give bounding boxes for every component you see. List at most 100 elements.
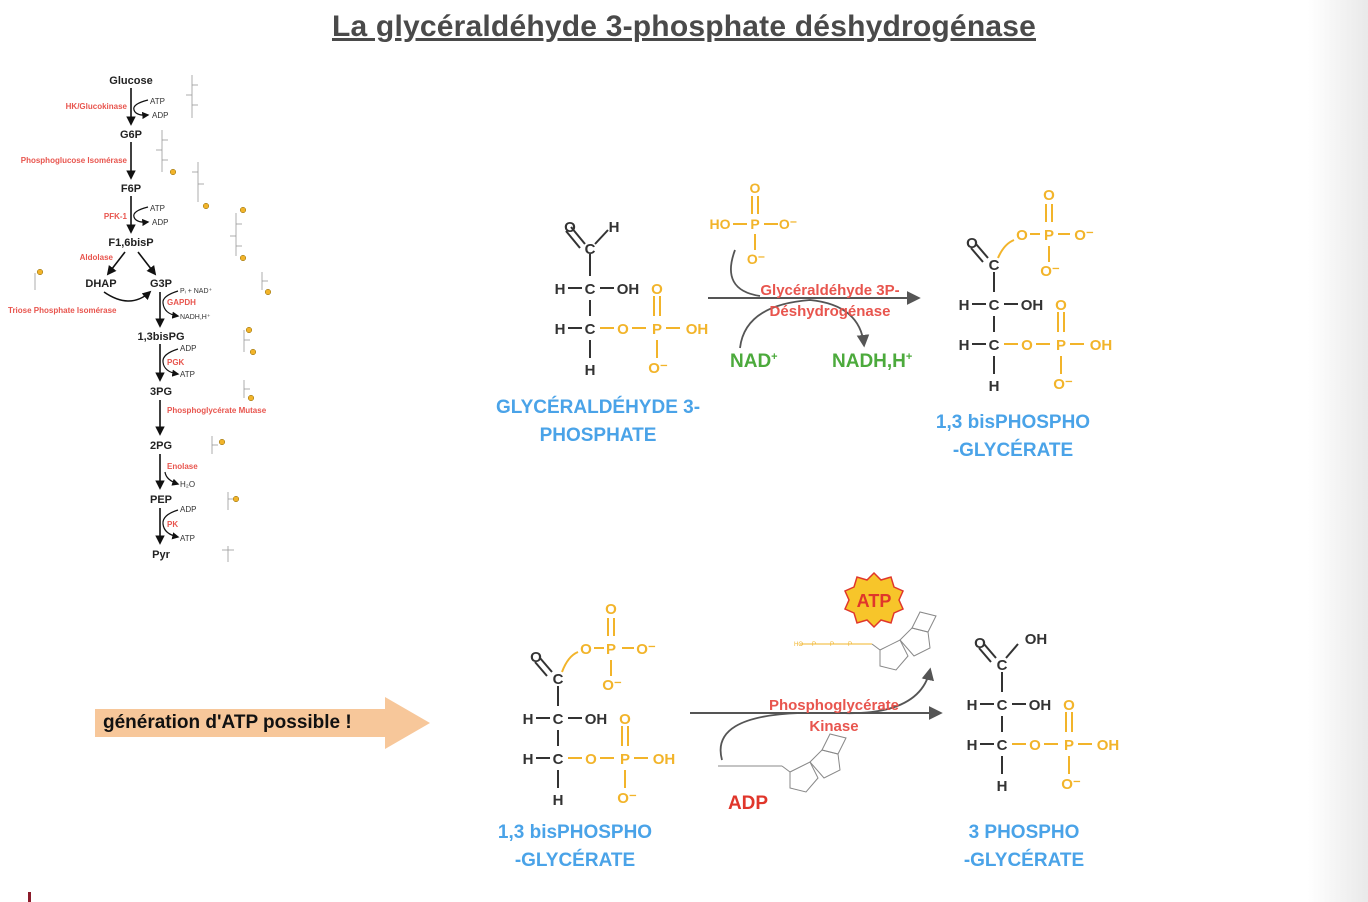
cofactor-nadh: NADH,H+ (832, 351, 912, 372)
product2-name-line1: 3 PHOSPHO (969, 822, 1080, 843)
atom-c: C (997, 737, 1008, 754)
right-edge-shadow (1308, 0, 1368, 902)
curl-pgk (162, 348, 180, 377)
atom-c: C (989, 257, 1000, 274)
enzyme-pk: PK (167, 520, 178, 529)
atom-o: O (750, 180, 761, 196)
atom-o: O (1021, 337, 1033, 354)
atom-oh: OH (1090, 337, 1113, 354)
cofactor-pk-out: ATP (180, 534, 195, 543)
enzyme-gapdh: GAPDH (167, 298, 196, 307)
atp-badge-label: ATP (857, 591, 892, 611)
enzyme-tpi: Triose Phosphate Isomérase (8, 306, 117, 315)
atom-h: H (523, 751, 534, 768)
atom-o: O (974, 635, 986, 652)
atom-c: C (989, 337, 1000, 354)
atom-p: P (652, 321, 662, 338)
atom-ominus: O⁻ (617, 790, 637, 807)
atom-ominus: O⁻ (779, 216, 797, 232)
atp-generation-text: génération d'ATP possible ! (103, 712, 352, 733)
structure-13bpg-bottom: O C O P O⁻ O O⁻ H C OH O H C O P OH H O⁻ (523, 601, 676, 809)
cofactor-enolase-out: H₂O (180, 480, 195, 489)
atom-h: H (959, 297, 970, 314)
atom-ho: HO (710, 216, 731, 232)
atom-p: P (606, 641, 616, 658)
atom-c: C (989, 297, 1000, 314)
atom-h: H (609, 219, 620, 236)
atom-h: H (553, 792, 564, 809)
atom-p: P (1064, 737, 1074, 754)
curl-enolase (164, 471, 180, 486)
cofactor-pgk-out: ATP (180, 370, 195, 379)
atom-oh: OH (1025, 631, 1048, 648)
atom-o: O (530, 649, 542, 666)
atom-h: H (585, 362, 596, 379)
structure-g3p: O H C H C OH O H C O P OH H O⁻ (555, 219, 709, 379)
substrate2-name-line1: 1,3 bisPHOSPHO (498, 822, 652, 843)
atom-o: O (617, 321, 629, 338)
metabolite-2pg: 2PG (150, 440, 172, 452)
atom-ominus: O⁻ (747, 251, 765, 267)
atom-oh: OH (617, 281, 640, 298)
enzyme-enolase: Enolase (167, 462, 198, 471)
atom-ominus: O⁻ (636, 641, 656, 658)
atom-h: H (997, 778, 1008, 795)
atom-o: O (1029, 737, 1041, 754)
glycolysis-pathway: Glucose G6P F6P F1,6bisP DHAP G3P 1,3bis… (8, 75, 272, 562)
enzyme-hk: HK/Glucokinase (66, 102, 128, 111)
arrow-dhap-g3p (103, 290, 152, 302)
atom-c: C (553, 751, 564, 768)
adp-incoming-curve (719, 712, 801, 761)
curl-pk (162, 509, 180, 540)
atom-ominus: O⁻ (602, 677, 622, 694)
atom-p: P (750, 216, 759, 232)
atp-generation-banner (95, 697, 430, 749)
metabolite-pep: PEP (150, 494, 172, 506)
enzyme-pgm: Phosphoglycérate Mutase (167, 406, 267, 415)
curl-pfk (133, 206, 150, 227)
structure-3pg: O OH C H C OH O H C O P OH H O⁻ (967, 631, 1120, 795)
atom-oh: OH (1021, 297, 1044, 314)
atom-o: O (1016, 227, 1028, 244)
enzyme-pfk: PFK-1 (104, 212, 128, 221)
metabolite-g6p: G6P (120, 129, 142, 141)
atom-ominus: O⁻ (1053, 376, 1073, 393)
svg-text:HO: HO (794, 642, 803, 648)
atom-h: H (989, 378, 1000, 395)
product-name-line2: -GLYCÉRATE (953, 439, 1073, 461)
substrate-name-line2: PHOSPHATE (540, 425, 657, 446)
cofactor-pk-in: ADP (180, 505, 196, 514)
atom-p: P (620, 751, 630, 768)
atom-oh: OH (1097, 737, 1120, 754)
atom-h: H (523, 711, 534, 728)
product2-name-line2: -GLYCÉRATE (964, 849, 1084, 871)
curl-gapdh (162, 290, 180, 319)
reaction2-enzyme-line2: Kinase (809, 718, 858, 735)
atom-c: C (997, 657, 1008, 674)
atom-h: H (959, 337, 970, 354)
mini-structures (34, 75, 268, 562)
atom-oh: OH (585, 711, 608, 728)
reaction-gapdh: O H C H C OH O H C O P OH H O⁻ O HO P O⁻ (496, 180, 1112, 461)
atom-o: O (1055, 297, 1067, 314)
atom-c: C (585, 281, 596, 298)
metabolite-13bpg: 1,3bisPG (137, 331, 184, 343)
metabolite-f16bisp: F1,6bisP (108, 237, 153, 249)
atom-o: O (580, 641, 592, 658)
cofactor-gapdh-in: Pᵢ + NAD⁺ (180, 288, 213, 295)
atom-o: O (619, 711, 631, 728)
metabolite-g3p: G3P (150, 278, 172, 290)
atom-o: O (564, 219, 576, 236)
atom-ominus: O⁻ (648, 360, 668, 377)
structure-13bpg-top: O C O P O⁻ O O⁻ H C OH O H C O P OH H O⁻ (959, 187, 1113, 395)
metabolite-3pg: 3PG (150, 386, 172, 398)
reaction2-enzyme-line1: Phosphoglycérate (769, 697, 899, 714)
cofactor-pfk-in: ATP (150, 204, 165, 213)
atom-o: O (585, 751, 597, 768)
nad-curve (739, 299, 870, 349)
adp-molecule-sketch (718, 733, 847, 793)
svg-text:P: P (812, 642, 816, 648)
atom-h: H (967, 697, 978, 714)
